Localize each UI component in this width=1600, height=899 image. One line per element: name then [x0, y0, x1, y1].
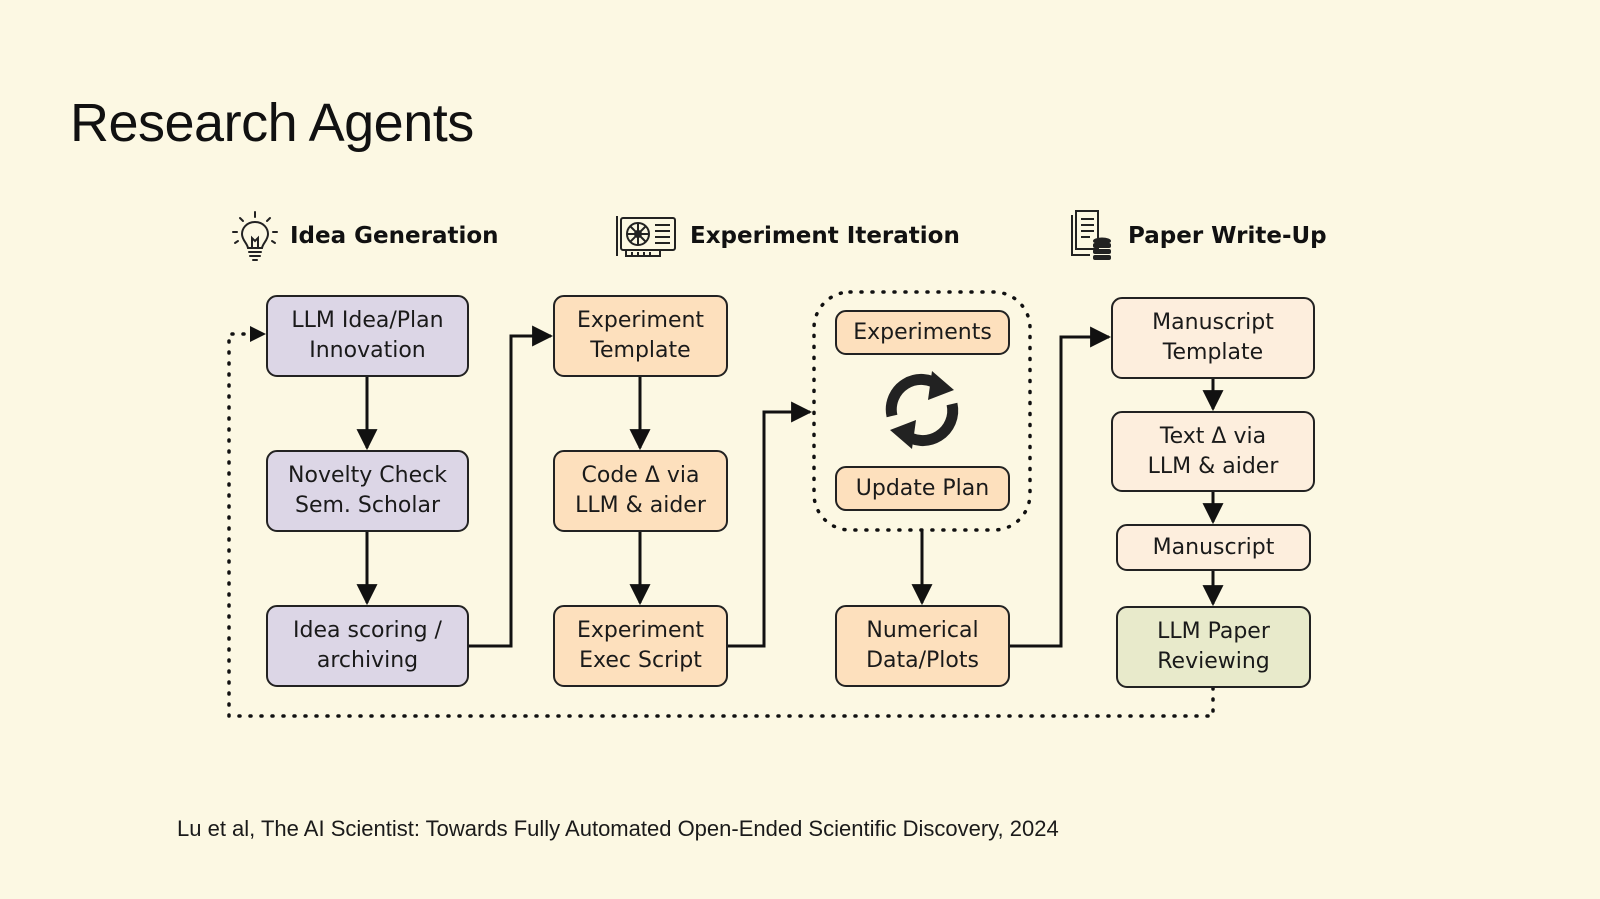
node-novelty-check: Novelty Check Sem. Scholar [266, 450, 469, 532]
slide-title: Research Agents [70, 93, 474, 153]
node-label: Manuscript Template [1152, 310, 1274, 365]
arrow-exec-to-loop [728, 401, 813, 648]
arrow-scoring-to-template [469, 325, 554, 648]
node-label: Text Δ via LLM & aider [1147, 423, 1279, 479]
node-label: Experiment Exec Script [576, 618, 705, 673]
node-llm-idea-plan: LLM Idea/Plan Innovation [266, 295, 469, 377]
node-label: Experiment Template [576, 308, 705, 363]
stage-header-paper-write-up: Paper Write-Up [1068, 208, 1327, 264]
node-numerical-data: Numerical Data/Plots [835, 605, 1010, 687]
gpu-card-icon [614, 212, 678, 260]
node-manuscript-template: Manuscript Template [1111, 297, 1315, 379]
node-label: Idea scoring / archiving [293, 618, 442, 673]
refresh-cycle-icon [885, 371, 959, 449]
node-experiment-template: Experiment Template [553, 295, 728, 377]
node-label: Numerical Data/Plots [866, 618, 979, 673]
stage-label-experiment-iteration: Experiment Iteration [690, 223, 960, 249]
node-update-plan: Update Plan [835, 466, 1010, 511]
node-code-delta: Code Δ via LLM & aider [553, 450, 728, 532]
node-label: Experiments [853, 319, 992, 345]
stage-header-experiment-iteration: Experiment Iteration [614, 208, 960, 264]
lightbulb-icon [232, 210, 278, 262]
node-label: LLM Idea/Plan Innovation [291, 308, 444, 363]
node-label: LLM Paper Reviewing [1157, 619, 1270, 674]
node-label: Manuscript [1152, 534, 1275, 560]
node-label: Code Δ via LLM & aider [575, 463, 706, 518]
arrow-numerical-to-manuscript-template [1010, 326, 1112, 648]
node-label: Update Plan [855, 475, 990, 501]
node-idea-scoring: Idea scoring / archiving [266, 605, 469, 687]
citation: Lu et al, The AI Scientist: Towards Full… [177, 816, 1059, 841]
node-llm-paper-reviewing: LLM Paper Reviewing [1116, 606, 1311, 688]
node-experiment-exec: Experiment Exec Script [553, 605, 728, 687]
document-database-icon [1068, 209, 1116, 263]
stage-label-paper-write-up: Paper Write-Up [1128, 223, 1327, 249]
iteration-loop-region [812, 290, 1032, 532]
node-manuscript: Manuscript [1116, 524, 1311, 571]
stage-header-idea-generation: Idea Generation [232, 208, 499, 264]
node-experiments: Experiments [835, 310, 1010, 355]
feedback-loop-dotted [227, 332, 1215, 718]
stage-label-idea-generation: Idea Generation [290, 223, 499, 249]
node-label: Novelty Check Sem. Scholar [288, 463, 447, 518]
node-text-delta: Text Δ via LLM & aider [1111, 411, 1315, 492]
